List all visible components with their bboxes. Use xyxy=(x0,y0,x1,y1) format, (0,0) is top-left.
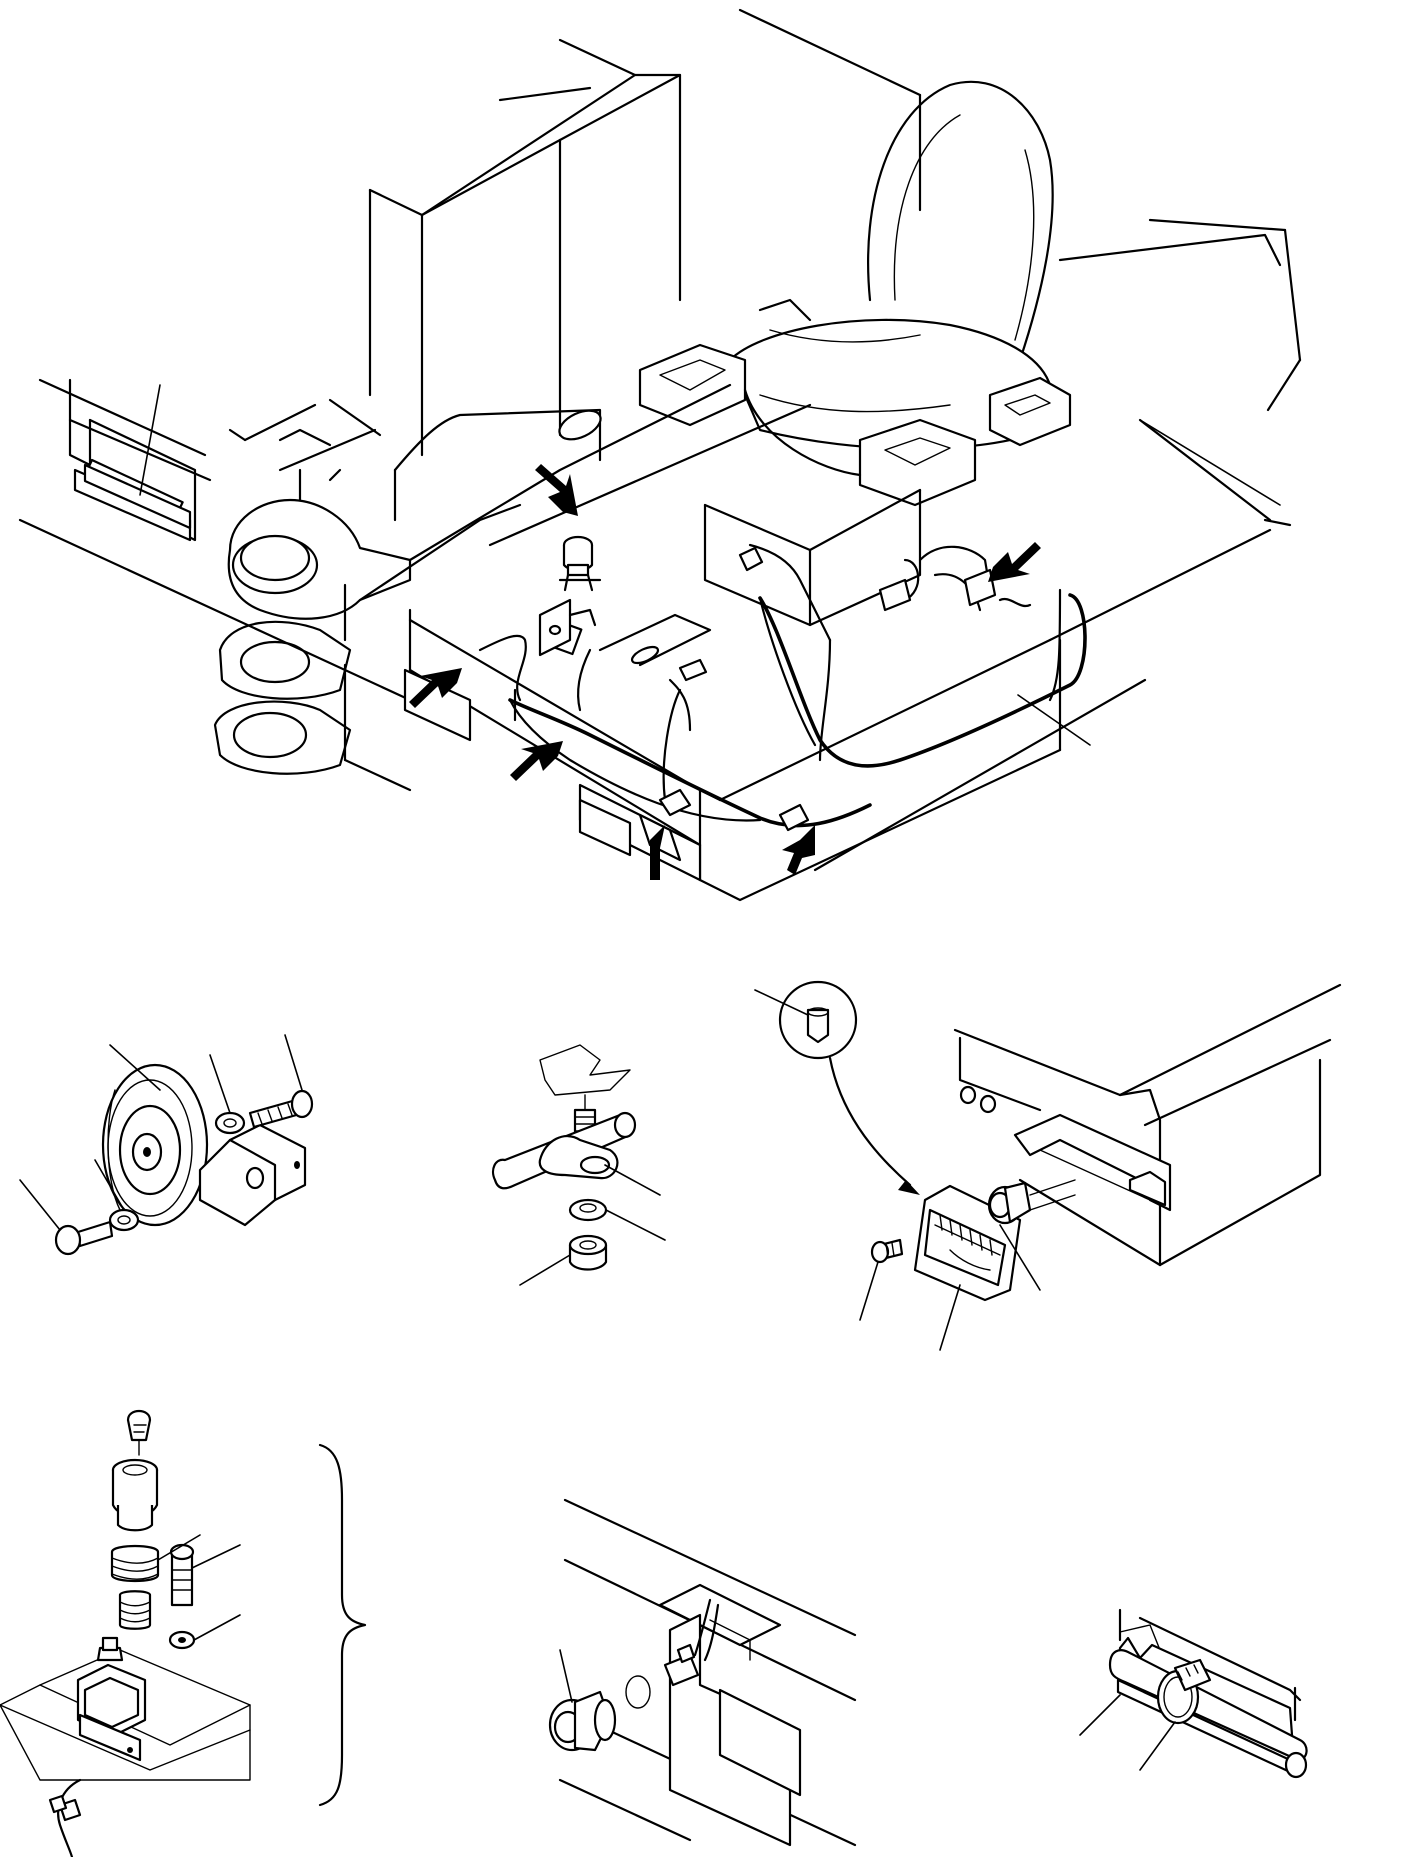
arrow-icon xyxy=(650,825,665,880)
arrow-icon xyxy=(510,741,563,781)
label-plate xyxy=(83,384,192,530)
counterweight-blocks xyxy=(368,8,1302,457)
horn-switch-detail xyxy=(0,1409,251,1857)
harness-clamp-detail xyxy=(491,1044,666,1286)
arrow-icon xyxy=(898,1180,920,1195)
floor-plate xyxy=(403,383,1292,902)
wiring-harness xyxy=(478,543,1087,832)
arrow-icon xyxy=(409,668,462,708)
arrow-icon xyxy=(782,825,815,875)
arrow-icon xyxy=(988,542,1041,582)
operator-seat xyxy=(638,80,1072,627)
work-lamp-detail xyxy=(754,980,1342,1351)
cable-band-detail xyxy=(1079,1608,1308,1779)
rear-switch-detail xyxy=(548,1498,857,1847)
group-brace xyxy=(318,1443,367,1807)
boom-foot-bracket xyxy=(213,408,602,792)
arrow-icon xyxy=(535,464,578,516)
arrows xyxy=(409,464,1041,880)
horn-detail xyxy=(19,1034,314,1256)
horn-switch-on-floor xyxy=(538,535,602,657)
leader-lines-main xyxy=(1017,419,1281,746)
machine-overview xyxy=(18,8,1302,902)
